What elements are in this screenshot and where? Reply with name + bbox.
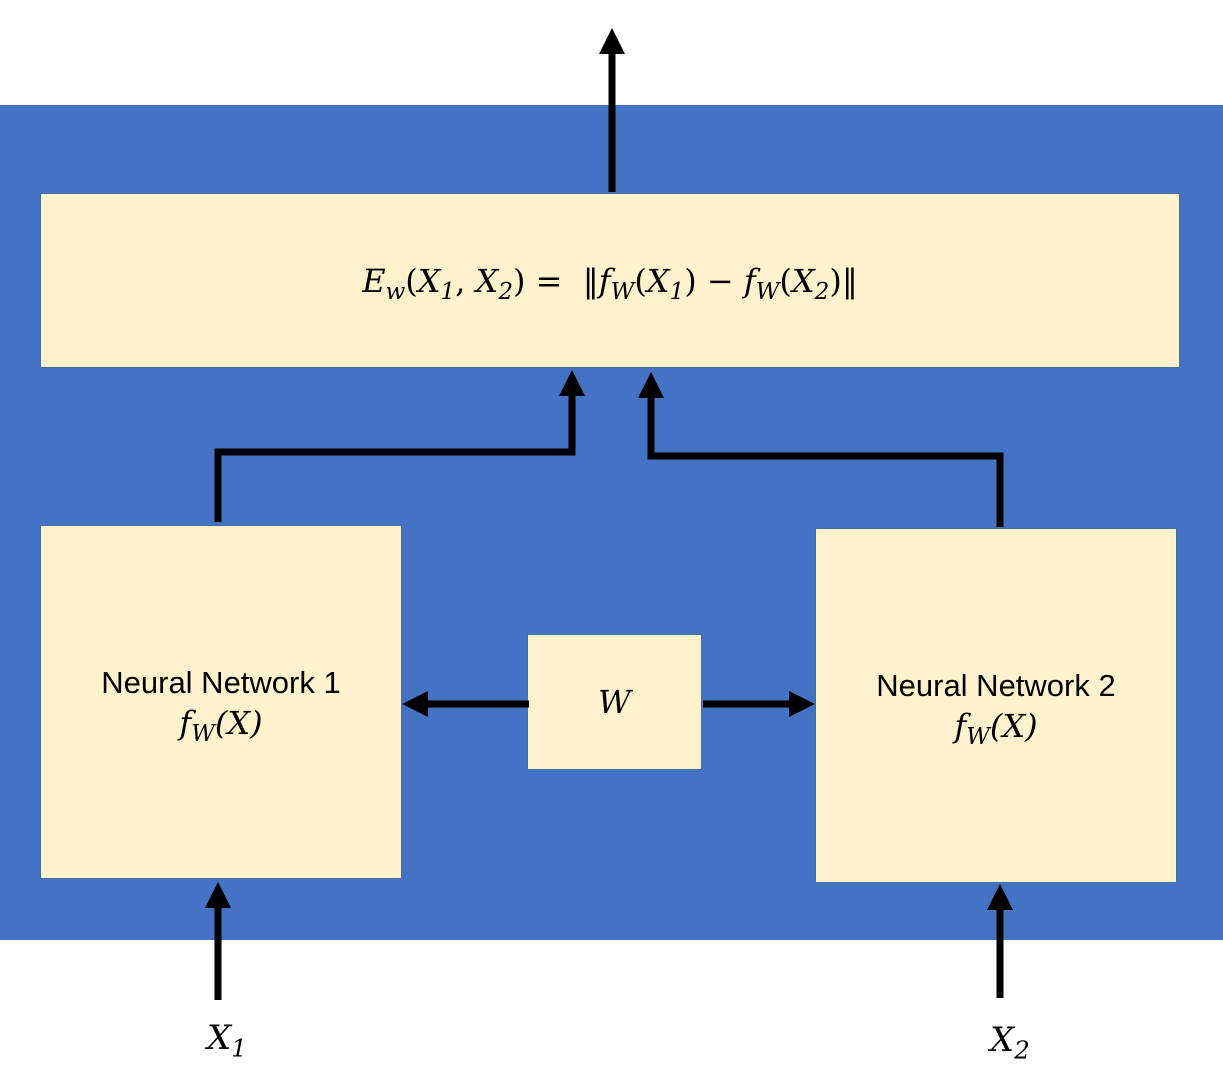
- energy-formula: Ew(X1, X2) = ‖fW(X1) − fW(X2)‖: [362, 261, 858, 305]
- shared-weights-box: W: [527, 634, 702, 770]
- input-x2-arrowhead: [987, 884, 1013, 910]
- neural-network-2-title: Neural Network 2: [876, 668, 1116, 704]
- weights-to-nn1-arrowhead: [402, 691, 428, 717]
- input-x2-label: X2: [990, 1020, 1030, 1065]
- nn2-to-energy-line: [647, 398, 1004, 527]
- nn1-to-energy-line: [214, 395, 576, 522]
- shared-weights-label: W: [598, 683, 631, 721]
- nn2-to-energy-arrowhead: [638, 372, 664, 398]
- input-x1-label: X1: [207, 1018, 247, 1063]
- neural-network-1-box: Neural Network 1 fW(X): [40, 525, 402, 879]
- weights-to-nn2-arrowhead: [789, 691, 815, 717]
- output-arrowhead: [599, 28, 625, 54]
- input-x1-arrowhead: [205, 882, 231, 908]
- neural-network-1-title: Neural Network 1: [101, 664, 341, 700]
- nn1-to-energy-arrowhead: [559, 370, 585, 396]
- neural-network-2-box: Neural Network 2 fW(X): [815, 528, 1177, 883]
- neural-network-2-function: fW(X): [954, 707, 1038, 751]
- energy-function-box: Ew(X1, X2) = ‖fW(X1) − fW(X2)‖: [40, 193, 1180, 368]
- neural-network-1-function: fW(X): [179, 703, 263, 747]
